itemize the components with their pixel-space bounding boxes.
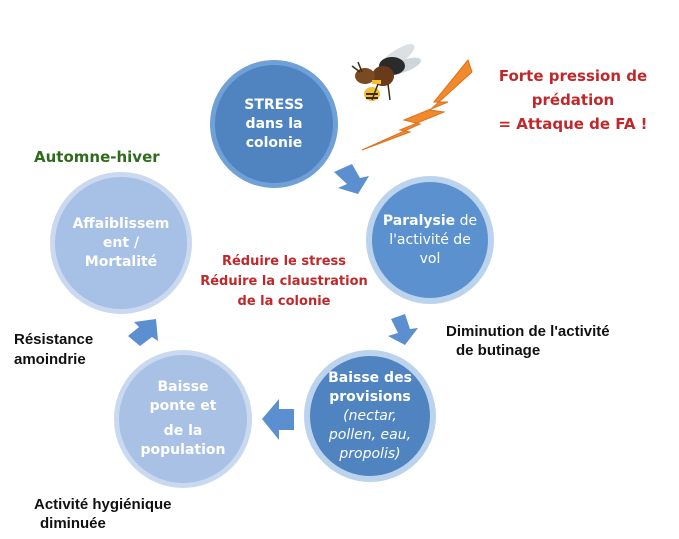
- circle-affaiblissement: Affaiblissem ent / Mortalité: [50, 172, 192, 314]
- cycle-arrow-2: [388, 314, 418, 345]
- provisions-line-2: provisions: [329, 388, 411, 405]
- affaiblissement-line-2: ent /: [102, 234, 140, 251]
- butinage-line-1: Diminution de l'activité: [446, 323, 610, 340]
- cycle-arrow-1: [334, 164, 369, 194]
- circle-stress: STRESS dans la colonie: [210, 60, 338, 188]
- ponte-line-4: population: [140, 442, 226, 458]
- center-line-2: Réduire la claustration: [200, 274, 368, 289]
- season-label: Automne-hiver: [34, 148, 160, 166]
- circle-paralysie: Paralysie de l'activité de vol: [366, 176, 494, 304]
- butinage-line-2: de butinage: [456, 342, 541, 359]
- ponte-line-3: de la: [163, 423, 203, 439]
- resistance-label: Résistance amoindrie: [14, 330, 93, 370]
- paralysie-bold: Paralysie: [382, 212, 456, 229]
- predation-line-2: prédation: [531, 91, 615, 109]
- ponte-line-2: ponte et: [149, 398, 217, 414]
- paralysie-rest: de: [455, 212, 478, 229]
- provisions-detail-1: (nectar,: [343, 407, 397, 424]
- paralysie-line-1: Paralysie de: [383, 212, 477, 231]
- stress-line-3: colonie: [245, 134, 303, 151]
- resistance-line-1: Résistance: [14, 331, 94, 348]
- predation-label: Forte pression de prédation = Attaque de…: [478, 64, 668, 136]
- resistance-line-2: amoindrie: [14, 351, 86, 368]
- center-action-label: Réduire le stress Réduire la claustratio…: [196, 252, 372, 312]
- butinage-label: Diminution de l'activité de butinage: [446, 322, 610, 360]
- predation-line-3: = Attaque de FA !: [498, 115, 648, 133]
- provisions-detail-3: propolis): [339, 445, 401, 462]
- lightning-bolt-icon: [361, 58, 473, 151]
- provisions-detail-2: pollen, eau,: [328, 426, 412, 443]
- hygienique-line-1: Activité hygiénique: [34, 496, 172, 513]
- cycle-arrow-3: [262, 399, 294, 440]
- center-line-3: de la colonie: [237, 294, 331, 309]
- circle-provisions: Baisse des provisions (nectar, pollen, e…: [304, 350, 436, 482]
- provisions-line-1: Baisse des: [328, 369, 412, 386]
- affaiblissement-line-1: Affaiblissem: [72, 215, 170, 232]
- stress-line-2: dans la: [245, 115, 303, 132]
- paralysie-line-2: l'activité de: [389, 231, 471, 248]
- paralysie-line-3: vol: [419, 250, 441, 267]
- hornet-icon: [351, 44, 422, 101]
- affaiblissement-line-3: Mortalité: [84, 253, 158, 270]
- cycle-arrow-4: [128, 319, 158, 346]
- predation-line-1: Forte pression de: [498, 67, 648, 85]
- ponte-line-1: Baisse: [157, 379, 209, 395]
- center-line-1: Réduire le stress: [221, 254, 347, 269]
- circle-ponte: Baisse ponte et de la population: [114, 350, 252, 488]
- stress-line-1: STRESS: [244, 96, 304, 113]
- hygienique-label: Activité hygiénique diminuée: [34, 495, 172, 533]
- hygienique-line-2: diminuée: [40, 515, 106, 532]
